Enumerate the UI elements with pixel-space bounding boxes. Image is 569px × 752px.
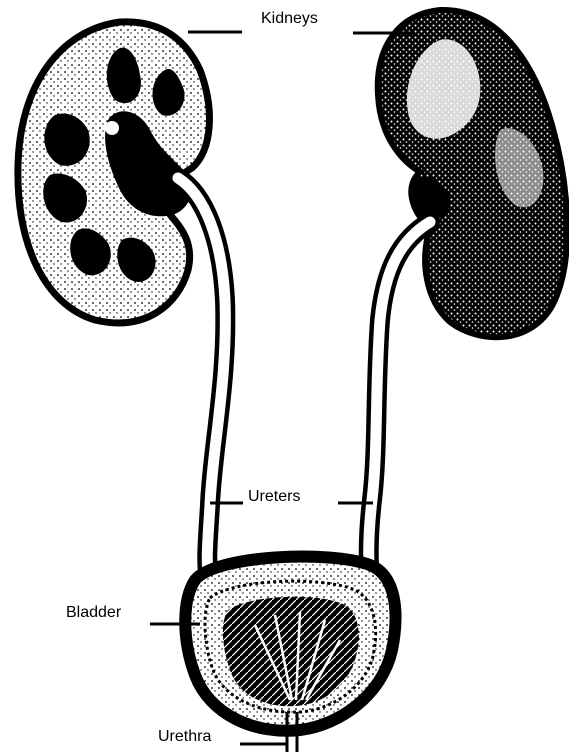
bladder	[185, 557, 395, 731]
urethra-label: Urethra	[158, 728, 211, 746]
right-kidney	[378, 10, 567, 337]
ureters-label: Ureters	[248, 488, 300, 506]
kidneys-label: Kidneys	[261, 10, 318, 28]
bladder-label: Bladder	[66, 604, 121, 622]
